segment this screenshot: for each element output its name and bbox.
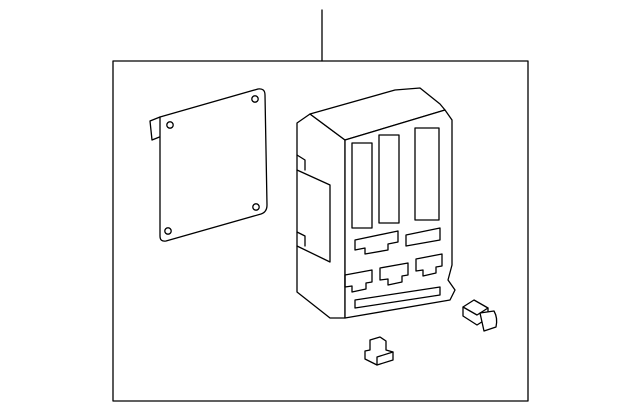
cover-plate [149,88,268,242]
small-clip-b [462,299,498,332]
junction-block [296,87,456,319]
assembly-frame [112,60,529,402]
small-clip-a [364,336,394,366]
